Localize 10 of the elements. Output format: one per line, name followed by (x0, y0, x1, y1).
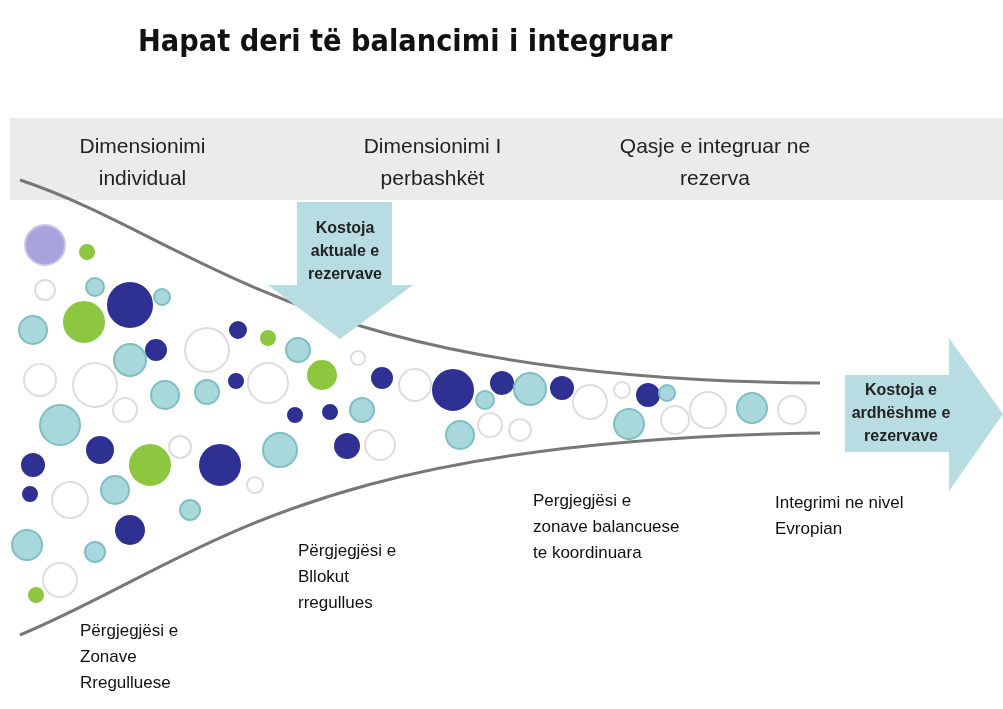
stage-heading: Dimensionimi I perbashkët (362, 133, 503, 191)
stage-heading: Dimensionimi individual (78, 133, 207, 191)
arrow-label: Kostoja e ardhëshme e rezervave (850, 380, 952, 446)
stage-heading: Qasje e integruar ne rezerva (618, 133, 812, 191)
stage-label: Përgjegjësi e Zonave Rregulluese (80, 620, 180, 694)
stage-label: Integrimi ne nivel Evropian (775, 492, 905, 540)
arrow-label: Kostoja aktuale e rezervave (307, 218, 383, 284)
stage-label: Përgjegjësi e Bllokut rregullues (298, 540, 398, 614)
title: Hapat deri të balancimi i integruar (138, 22, 673, 58)
stage-label: Pergjegjësi e zonave balancuese te koordinuara (533, 490, 681, 564)
